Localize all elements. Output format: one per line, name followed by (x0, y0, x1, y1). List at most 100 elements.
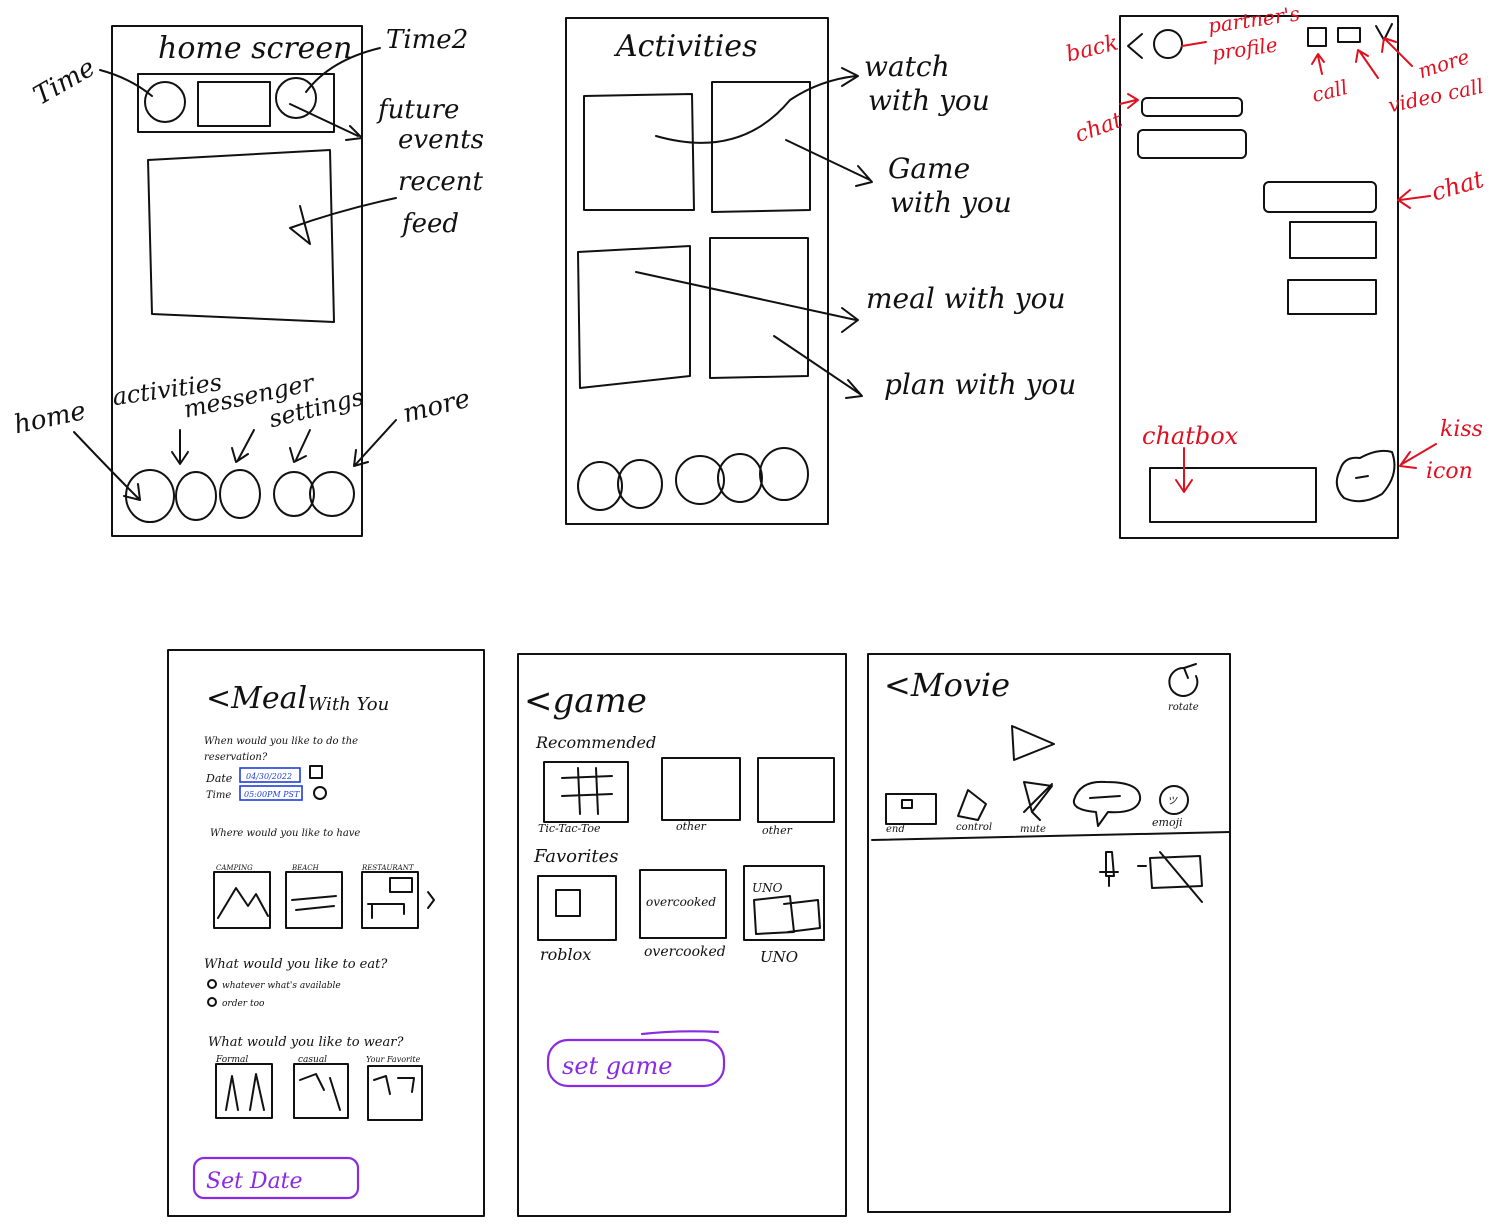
time-label: Time (206, 790, 231, 801)
sketch-game: <game Recommended Tic-Tac-Toe other othe… (517, 653, 847, 1217)
label-game-1: Game (888, 152, 970, 185)
meal-title: <Meal (206, 681, 307, 716)
mountain-icon (217, 887, 269, 919)
arrow-chat-left (1119, 93, 1139, 109)
game-other-2-tile[interactable] (757, 757, 835, 823)
game-tictactoe-tile[interactable] (543, 761, 629, 823)
end-icon[interactable] (885, 793, 937, 825)
game-other-1-label: other (676, 820, 707, 833)
arrow-meal (635, 271, 859, 333)
label-time-right: Time2 (386, 25, 468, 55)
game-other-2-label: other (762, 824, 793, 837)
place-beach-tile[interactable] (285, 871, 343, 929)
meal-title-suffix: With You (308, 694, 389, 715)
more-nav-circle (309, 471, 355, 517)
game-other-1-tile[interactable] (661, 757, 741, 821)
camera-off-icon[interactable] (1137, 851, 1203, 903)
activities-title: Activities (613, 29, 757, 64)
places-next-chevron-icon[interactable] (427, 891, 435, 909)
arrow-activities (171, 429, 189, 465)
game-overcooked-label: overcooked (644, 944, 726, 960)
wear-casual-tile[interactable] (293, 1063, 349, 1119)
label-chat-right: chat (1428, 165, 1487, 207)
label-time-left: Time (29, 53, 101, 112)
section-favorites: Favorites (533, 846, 619, 867)
sketch-messenger: back partner's profile call video call m… (1064, 1, 1487, 539)
wear-favorite-label: Your Favorite (366, 1055, 421, 1064)
label-video-call: video call (1386, 74, 1486, 118)
label-chat-left: chat (1072, 108, 1126, 148)
uno-cards-icon (753, 895, 821, 935)
chat-bubble-icon[interactable] (1072, 780, 1142, 827)
set-game-label: set game (562, 1052, 672, 1080)
label-more: more (400, 384, 473, 430)
chat-bubble-left-2 (1137, 129, 1247, 159)
place-camping-tile[interactable] (213, 871, 271, 929)
game-roblox-label: roblox (540, 945, 591, 964)
set-game-button[interactable] (546, 1038, 726, 1088)
arrow-kiss (1399, 443, 1437, 469)
mute-icon[interactable] (1023, 781, 1053, 821)
place-beach-label: BEACH (291, 864, 320, 872)
phone-frame-movie (867, 653, 1231, 1213)
wear-formal-tile[interactable] (215, 1063, 273, 1119)
arrow-game (785, 139, 873, 187)
arrow-home (73, 431, 141, 501)
place-restaurant-tile[interactable] (361, 871, 419, 929)
game-uno-label: UNO (760, 948, 798, 966)
sketch-home-screen: home screen Time Time2 future events rec… (11, 25, 484, 537)
set-game-button-accent (640, 1030, 720, 1036)
game-tictactoe-label: Tic-Tac-Toe (538, 822, 601, 835)
waves-icon (291, 895, 337, 911)
time-field[interactable] (239, 785, 303, 801)
date-value: 04/30/2022 (246, 772, 292, 781)
chat-bubble-right-2 (1289, 221, 1377, 259)
rotate-icon[interactable] (1168, 663, 1199, 697)
tictactoe-grid-icon (561, 767, 613, 815)
calendar-icon[interactable] (309, 765, 323, 779)
emoji-icon[interactable] (1159, 785, 1189, 815)
label-game-2: with you (890, 186, 1012, 219)
eat-option-1-radio[interactable] (207, 979, 217, 989)
phone-frame-messenger (1119, 15, 1399, 539)
label-chatbox: chatbox (1142, 422, 1239, 450)
mic-icon[interactable] (1099, 851, 1119, 887)
call-icon (1307, 27, 1327, 47)
question-when-2: reservation? (204, 752, 268, 763)
label-watch-2: with you (868, 84, 990, 117)
play-icon[interactable] (1011, 725, 1055, 761)
set-date-button[interactable] (192, 1156, 360, 1200)
control-icon[interactable] (957, 789, 987, 821)
game-title: <game (524, 681, 647, 721)
back-chevron-icon (1127, 33, 1143, 59)
arrow-future-events (289, 103, 363, 141)
game-roblox-tile[interactable] (537, 875, 617, 941)
label-recent-feed-2: feed (400, 209, 459, 239)
nav-circle-5 (759, 447, 809, 501)
time-value: 05:00PM PST (244, 790, 300, 799)
wear-favorite-tile[interactable] (367, 1065, 423, 1121)
eat-option-1-label: whatever what's available (222, 981, 341, 991)
label-recent-feed-1: recent (398, 167, 484, 197)
sketch-activities: Activities watch with you Game with you … (565, 17, 1076, 525)
game-uno-tile[interactable] (743, 865, 825, 941)
toolbar-mute-label: mute (1020, 824, 1046, 835)
clock-icon[interactable] (313, 786, 327, 800)
eat-option-2-radio[interactable] (207, 997, 217, 1007)
question-where: Where would you like to have (210, 828, 360, 839)
settings-nav-circle (273, 471, 315, 517)
arrow-watch (655, 67, 859, 144)
wear-formal-label: Formal (215, 1055, 248, 1065)
game-overcooked-tile[interactable] (639, 869, 727, 939)
rotate-label: rotate (1168, 702, 1199, 713)
future-events-box (197, 81, 271, 127)
label-future-events-1: future (376, 95, 459, 125)
tile-game (711, 81, 811, 213)
sketch-meal: <Meal With You When would you like to do… (167, 649, 485, 1217)
toolbar-end-label: end (886, 824, 905, 835)
section-recommended: Recommended (535, 733, 656, 752)
date-field[interactable] (239, 767, 301, 783)
arrow-chat-right (1397, 189, 1431, 209)
toolbar-emoji-label: emoji (1152, 816, 1183, 829)
place-camping-label: CAMPING (216, 864, 253, 872)
